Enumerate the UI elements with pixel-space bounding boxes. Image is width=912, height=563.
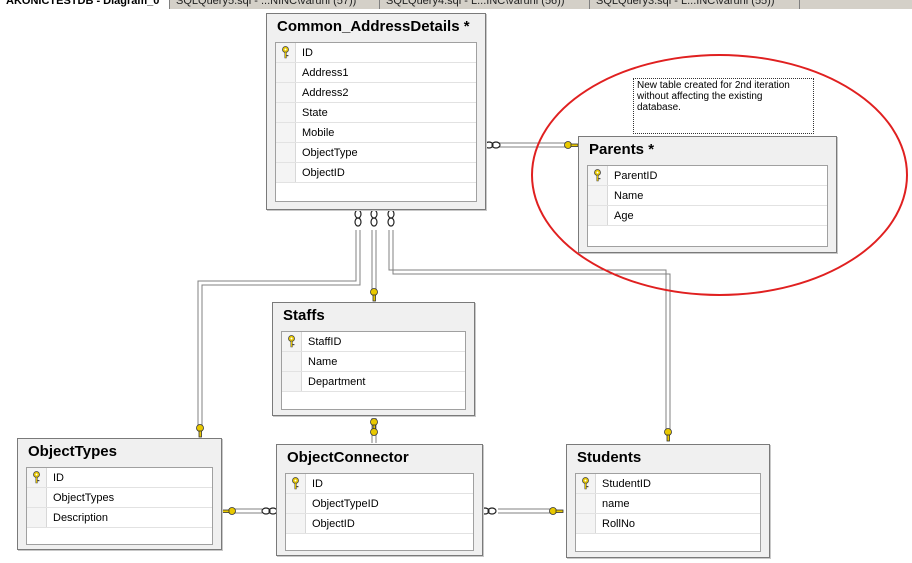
column-row[interactable]: name	[576, 494, 760, 514]
column-name: ObjectTypes	[53, 491, 115, 504]
primary-key-icon	[576, 474, 596, 493]
column-name: Name	[308, 355, 338, 368]
table-title: Students	[577, 449, 642, 466]
row-selector	[27, 508, 47, 527]
one-end-key-icon	[370, 288, 378, 302]
column-name: ObjectType	[302, 146, 358, 159]
column-name: ID	[53, 471, 64, 484]
row-selector	[276, 63, 296, 82]
table-object-types[interactable]: ObjectTypes ID ObjectTypes Description	[17, 438, 222, 550]
column-row[interactable]: RollNo	[576, 514, 760, 534]
column-grid: StudentID name RollNo	[575, 473, 761, 552]
many-end-icon	[480, 507, 497, 515]
row-selector	[282, 372, 302, 391]
many-end-icon	[261, 507, 278, 515]
one-end-key-icon	[549, 507, 564, 515]
many-end-icon	[370, 209, 378, 227]
column-row[interactable]: Department	[282, 372, 465, 392]
column-name: ID	[312, 477, 323, 490]
tab-diagram[interactable]: AKONICTESTDB - Diagram_0	[0, 0, 170, 9]
column-row[interactable]: StaffID	[282, 332, 465, 352]
one-end-key-icon	[370, 428, 378, 436]
column-name: StudentID	[602, 477, 651, 490]
table-students[interactable]: Students StudentID name RollNo	[566, 444, 770, 558]
primary-key-icon	[282, 332, 302, 351]
column-row[interactable]: ObjectTypes	[27, 488, 212, 508]
row-selector	[27, 488, 47, 507]
row-selector	[576, 514, 596, 533]
column-row[interactable]: ID	[286, 474, 473, 494]
column-name: name	[602, 497, 630, 510]
column-grid: ID ObjectTypes Description	[26, 467, 213, 545]
row-selector	[276, 163, 296, 182]
column-grid: ID ObjectTypeID ObjectID	[285, 473, 474, 551]
column-row[interactable]: Mobile	[276, 123, 476, 143]
column-row[interactable]: Description	[27, 508, 212, 528]
column-name: RollNo	[602, 517, 636, 530]
column-name: ID	[302, 46, 313, 59]
column-name: ObjectTypeID	[312, 497, 379, 510]
row-selector	[276, 143, 296, 162]
row-selector	[276, 123, 296, 142]
column-row[interactable]: ObjectID	[276, 163, 476, 183]
table-object-connector[interactable]: ObjectConnector ID ObjectTypeID ObjectID	[276, 444, 483, 556]
column-row[interactable]: Address1	[276, 63, 476, 83]
annotation-circle	[531, 54, 908, 296]
column-grid: ID Address1 Address2 State Mobile Object…	[275, 42, 477, 202]
table-staffs[interactable]: Staffs StaffID Name Department	[272, 302, 475, 416]
column-row[interactable]: ObjectType	[276, 143, 476, 163]
table-title: ObjectTypes	[28, 443, 117, 460]
column-row[interactable]: ID	[27, 468, 212, 488]
primary-key-icon	[286, 474, 306, 493]
primary-key-icon	[276, 43, 296, 62]
tab-sqlquery3[interactable]: SQLQuery3.sql - L...INC\varuni (55))	[590, 0, 800, 9]
column-name: State	[302, 106, 328, 119]
table-title: Common_AddressDetails *	[277, 18, 470, 35]
column-name: Mobile	[302, 126, 335, 139]
column-name: Description	[53, 511, 109, 524]
column-name: ObjectID	[312, 517, 355, 530]
column-grid: StaffID Name Department	[281, 331, 466, 410]
column-name: Address2	[302, 86, 349, 99]
one-end-key-icon	[221, 507, 236, 515]
column-row[interactable]: StudentID	[576, 474, 760, 494]
primary-key-icon	[27, 468, 47, 487]
column-row[interactable]: Name	[282, 352, 465, 372]
row-selector	[276, 83, 296, 102]
row-selector	[286, 494, 306, 513]
tab-sqlquery5[interactable]: SQLQuery5.sql - ...NINC\varuni (57))	[170, 0, 380, 9]
column-name: Address1	[302, 66, 349, 79]
table-title: Staffs	[283, 307, 325, 324]
column-row[interactable]: ObjectTypeID	[286, 494, 473, 514]
tab-sqlquery4[interactable]: SQLQuery4.sql - L...INC\varuni (56))	[380, 0, 590, 9]
column-row[interactable]: State	[276, 103, 476, 123]
one-end-key-icon	[664, 428, 672, 442]
row-selector	[576, 494, 596, 513]
table-title: ObjectConnector	[287, 449, 409, 466]
row-selector	[276, 103, 296, 122]
row-selector	[282, 352, 302, 371]
column-row[interactable]: Address2	[276, 83, 476, 103]
many-end-icon	[354, 209, 362, 227]
table-common-address-details[interactable]: Common_AddressDetails * ID Address1 Addr…	[266, 13, 486, 210]
column-row[interactable]: ObjectID	[286, 514, 473, 534]
many-end-icon	[484, 141, 501, 149]
column-name: StaffID	[308, 335, 342, 348]
column-name: Department	[308, 375, 366, 388]
column-row[interactable]: ID	[276, 43, 476, 63]
one-end-key-icon	[196, 424, 204, 438]
many-end-icon	[387, 209, 395, 227]
document-tab-strip: AKONICTESTDB - Diagram_0 SQLQuery5.sql -…	[0, 0, 912, 9]
row-selector	[286, 514, 306, 533]
column-name: ObjectID	[302, 166, 345, 179]
